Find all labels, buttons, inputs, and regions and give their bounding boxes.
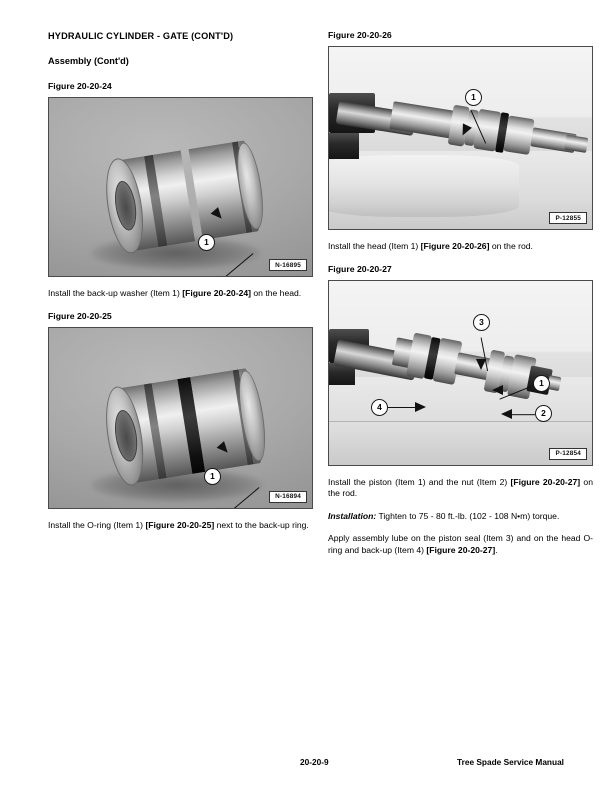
footer-page-number: 20-20-9 [300,757,329,767]
paragraph-text: Install the piston (Item 1) and the nut … [328,476,511,487]
oring-piston-part [100,364,271,490]
photo-piston-nut-assembly: 3 1 4 2 P-12854 [329,280,592,465]
photo-head-on-rod: 1 P-12855 [329,47,592,229]
paragraph-text: Install the head (Item 1) [328,241,421,251]
vise-fixture [329,133,359,159]
callout-1: 1 [465,89,482,106]
callout-arrowhead [492,384,503,395]
callout-2: 2 [535,404,552,422]
figure-image-20-20-27: 3 1 4 2 P-12854 [328,279,593,466]
bench-seam [329,420,592,423]
figure-caption-20-20-27: Figure 20-20-27 [328,263,392,274]
footer-manual-name: Tree Spade Service Manual [457,757,564,767]
callout-leader [388,406,418,408]
callout-1: 1 [204,467,221,485]
installation-note: Installation: Tighten to 75 - 80 ft.-lb.… [328,511,593,523]
figure-reference: [Figure 20-20-24] [182,288,251,298]
paragraph-text: . [495,544,498,555]
figure-reference: [Figure 20-20-27] [426,544,496,555]
photo-id-tag: N-16894 [269,490,307,503]
photo-backup-washer: 1 N-16895 [49,98,312,276]
figure-reference: [Figure 20-20-26] [420,241,490,251]
installation-label: Installation: [328,510,377,521]
paragraph-text: on the rod. [489,241,533,251]
right-column: Figure 20-20-26 [328,30,593,557]
section-title: Assembly (Cont'd) [48,56,129,66]
figure-image-20-20-24: 1 N-16895 [48,97,313,277]
figure-reference: [Figure 20-20-25] [145,519,215,530]
instruction-paragraph-1: Install the head (Item 1) [Figure 20-20-… [328,241,593,253]
page-footer: 20-20-9 Tree Spade Service Manual [48,756,564,768]
callout-arrowhead [501,408,512,419]
instruction-paragraph-2: Install the piston (Item 1) and the nut … [328,477,593,500]
callout-1: 1 [533,374,550,392]
callout-4: 4 [371,398,388,416]
figure-caption-20-20-26: Figure 20-20-26 [328,30,392,40]
instruction-paragraph-2: Install the O-ring (Item 1) [Figure 20-2… [48,520,313,532]
figure-image-20-20-26: 1 P-12855 [328,46,593,230]
torque-spec-text: Tighten to 75 - 80 ft.-lb. (102 - 108 N•… [376,510,560,521]
callout-3: 3 [473,313,490,331]
callout-arrowhead [476,358,486,370]
photo-id-tag: P-12855 [549,211,587,224]
paragraph-text: Install the O-ring (Item 1) [48,519,146,530]
paragraph-text: Install the back-up washer (Item 1) [48,288,183,298]
photo-oring-installed: 1 N-16894 [49,327,312,508]
photo-id-tag: N-16895 [269,258,307,271]
photo-id-tag: P-12854 [549,447,587,460]
figure-image-20-20-25: 1 N-16894 [48,326,313,509]
page-title: HYDRAULIC CYLINDER - GATE (CONT'D) [48,31,234,41]
backup-washer-part [100,136,268,258]
callout-arrowhead [415,401,426,412]
figure-caption-20-20-25: Figure 20-20-25 [48,310,112,321]
paper-roll [329,155,519,217]
vise-fixture [329,362,355,385]
figure-caption-20-20-24: Figure 20-20-24 [48,81,112,91]
paragraph-text: on the head. [251,288,302,298]
left-column: HYDRAULIC CYLINDER - GATE (CONT'D) Assem… [48,30,313,531]
instruction-paragraph-1: Install the back-up washer (Item 1) [Fig… [48,288,313,300]
callout-1: 1 [198,234,215,251]
paragraph-text: next to the back-up ring. [214,519,309,530]
figure-reference: [Figure 20-20-27] [510,476,581,487]
paragraph-text: Apply assembly lube on the piston seal (… [328,533,593,555]
paragraph-text: on the rod. [328,476,593,499]
instruction-paragraph-3: Apply assembly lube on the piston seal (… [328,533,593,556]
